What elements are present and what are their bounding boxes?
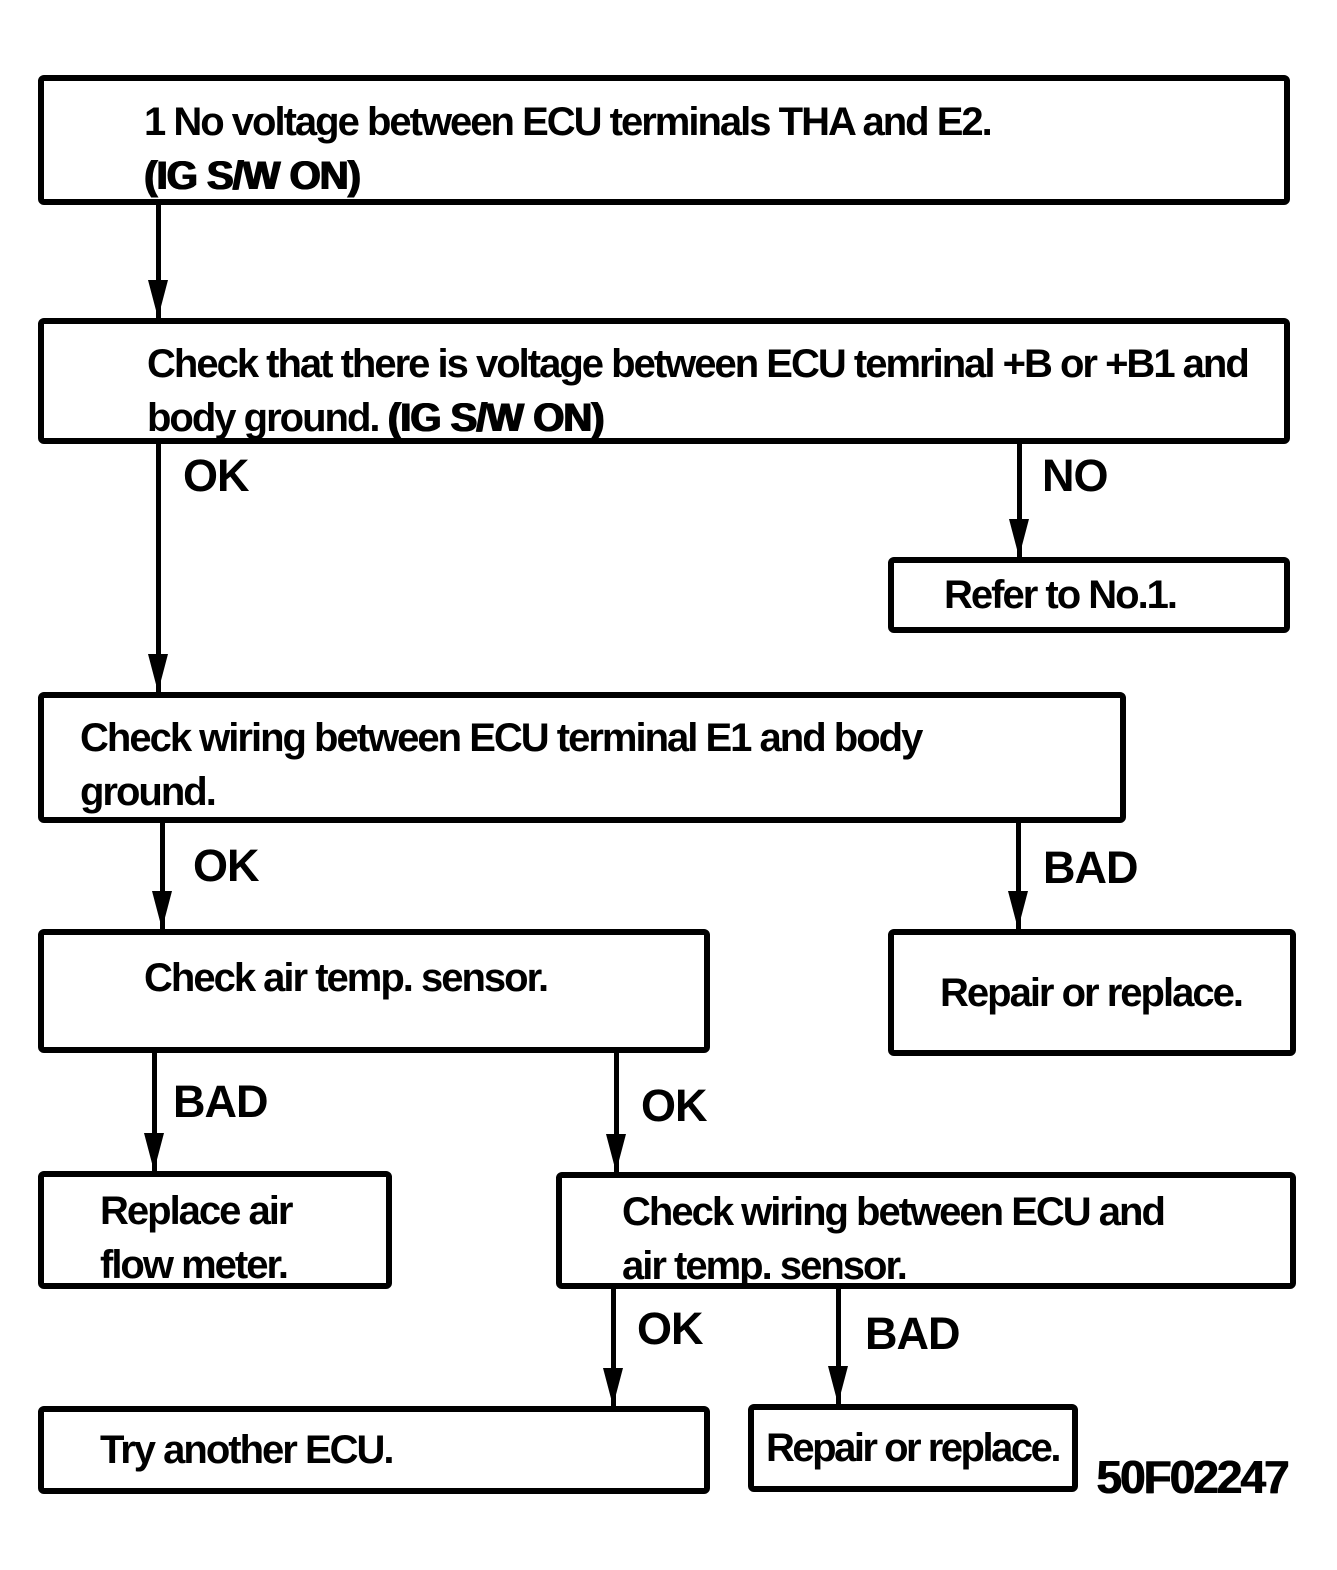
check-ecu-sensor-wiring-line2: air temp. sensor.	[622, 1244, 908, 1288]
arrowhead-wiring-ok	[603, 1368, 623, 1406]
node-replace-air-flow-meter: Replace air flow meter.	[38, 1171, 392, 1289]
edge-label-e1-ok: OK	[193, 840, 259, 891]
try-another-ecu-text: Try another ECU.	[100, 1428, 395, 1472]
figure-code: 50F02247	[1096, 1451, 1289, 1503]
check-e1-wiring-line1: Check wiring between ECU terminal E1 and…	[80, 716, 923, 760]
refer-to-no1-text: Refer to No.1.	[944, 573, 1178, 617]
arrow-e1-ok	[160, 822, 165, 929]
check-b-voltage-line2-plain: body ground.	[147, 396, 388, 440]
problem-line2: (IG S/W ON)	[144, 154, 361, 198]
node-try-another-ecu: Try another ECU.	[38, 1406, 710, 1494]
arrow-wiring-ok	[611, 1289, 616, 1406]
node-check-air-temp-sensor: Check air temp. sensor.	[38, 929, 710, 1053]
edge-label-voltage-no: NO	[1042, 450, 1108, 501]
node-problem-statement: 1 No voltage between ECU terminals THA a…	[38, 75, 1290, 205]
replace-air-flow-meter-line2: flow meter.	[100, 1243, 289, 1287]
node-repair-or-replace-2: Repair or replace.	[748, 1404, 1078, 1492]
replace-air-flow-meter-line1: Replace air	[100, 1189, 293, 1233]
edge-label-sensor-ok: OK	[641, 1080, 707, 1131]
arrow-sensor-ok	[614, 1052, 619, 1172]
node-repair-or-replace-1: Repair or replace.	[888, 929, 1296, 1056]
arrow-voltage-no	[1017, 443, 1022, 557]
check-b-voltage-line2-heavy: (IG S/W ON)	[387, 396, 605, 440]
check-b-voltage-line2: body ground. (IG S/W ON)	[147, 391, 1268, 445]
edge-label-wiring-bad: BAD	[865, 1308, 960, 1359]
arrowhead-problem-to-voltage-check	[148, 280, 168, 318]
arrowhead-voltage-ok	[148, 654, 168, 692]
edge-label-e1-bad: BAD	[1043, 842, 1138, 893]
arrow-wiring-bad	[836, 1289, 841, 1404]
arrowhead-e1-bad	[1008, 891, 1028, 929]
arrowhead-sensor-bad	[144, 1133, 164, 1171]
repair-or-replace-2-text: Repair or replace.	[766, 1426, 1061, 1470]
arrow-problem-to-voltage-check	[156, 205, 161, 318]
arrowhead-wiring-bad	[828, 1366, 848, 1404]
node-check-ecu-sensor-wiring: Check wiring between ECU and air temp. s…	[556, 1172, 1296, 1289]
arrowhead-e1-ok	[152, 891, 172, 929]
repair-or-replace-1-text: Repair or replace.	[940, 970, 1244, 1015]
node-check-b-voltage: Check that there is voltage between ECU …	[38, 318, 1290, 444]
arrow-voltage-ok	[156, 443, 161, 692]
arrow-sensor-bad	[152, 1052, 157, 1171]
node-refer-to-no1: Refer to No.1.	[888, 557, 1290, 633]
arrow-e1-bad	[1016, 822, 1021, 929]
check-ecu-sensor-wiring-line1: Check wiring between ECU and	[622, 1190, 1166, 1234]
arrowhead-voltage-no	[1009, 519, 1029, 557]
node-check-e1-wiring: Check wiring between ECU terminal E1 and…	[38, 692, 1126, 823]
check-air-temp-sensor-text: Check air temp. sensor.	[144, 956, 549, 1000]
edge-label-sensor-bad: BAD	[173, 1076, 268, 1127]
check-b-voltage-line1: Check that there is voltage between ECU …	[147, 342, 1250, 386]
arrowhead-sensor-ok	[606, 1134, 626, 1172]
problem-line1: 1 No voltage between ECU terminals THA a…	[144, 100, 993, 144]
edge-label-wiring-ok: OK	[637, 1303, 703, 1354]
check-e1-wiring-line2: ground.	[80, 770, 217, 814]
edge-label-voltage-ok: OK	[183, 450, 249, 501]
